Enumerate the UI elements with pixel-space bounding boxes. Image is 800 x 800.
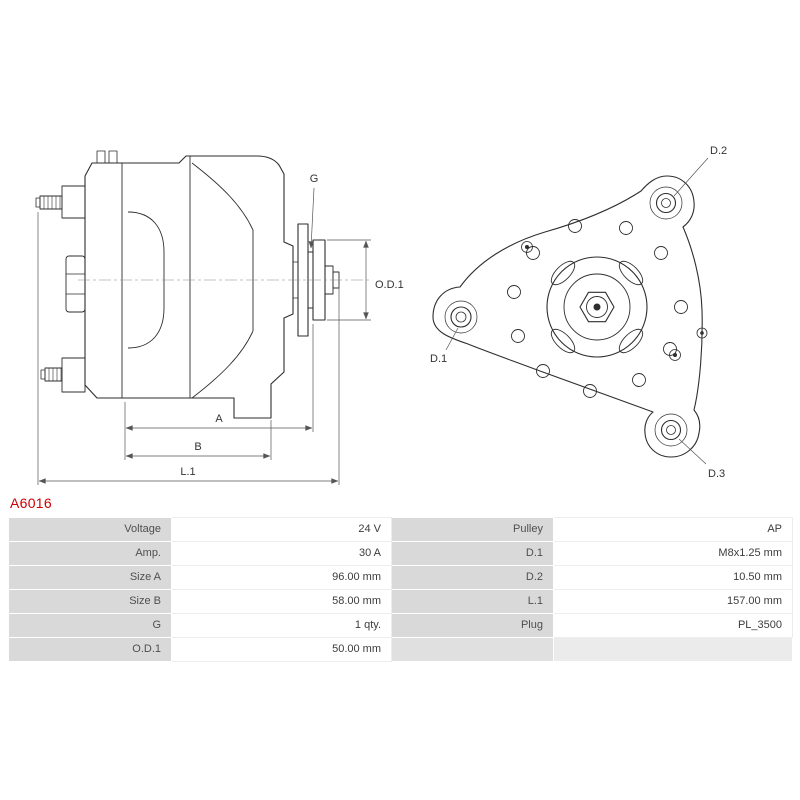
spec-label: D.2 <box>391 565 554 590</box>
body-outline <box>84 155 294 419</box>
spec-value: 96.00 mm <box>171 565 392 590</box>
spec-table: Voltage 24 V Pulley AP Amp. 30 A D.1 M8x… <box>8 517 793 662</box>
spec-row: Size A 96.00 mm D.2 10.50 mm <box>8 565 793 590</box>
spec-value: M8x1.25 mm <box>553 541 793 566</box>
spec-label: O.D.1 <box>8 637 172 662</box>
spec-label: Size A <box>8 565 172 590</box>
spec-value: AP <box>553 517 793 542</box>
spec-row: Voltage 24 V Pulley AP <box>8 517 793 542</box>
spec-value: 1 qty. <box>171 613 392 638</box>
spec-value: 10.50 mm <box>553 565 793 590</box>
stud-bottom <box>44 367 63 382</box>
spec-label: Pulley <box>391 517 554 542</box>
d3-leader <box>678 438 707 465</box>
dim-label-l1: L.1 <box>180 466 195 478</box>
spec-value: 24 V <box>171 517 392 542</box>
ear-holes <box>444 186 688 447</box>
g-leader <box>308 187 315 249</box>
d2-leader <box>673 157 709 197</box>
mount-lug-bottom <box>61 357 86 393</box>
stud-top <box>39 195 63 210</box>
spec-value: 50.00 mm <box>171 637 392 662</box>
spec-row: Amp. 30 A D.1 M8x1.25 mm <box>8 541 793 566</box>
spec-label-empty <box>391 637 554 662</box>
shaft-nut <box>579 291 615 323</box>
housing-outline <box>432 175 703 458</box>
part-number-label: A6016 <box>10 495 52 511</box>
spec-value: 58.00 mm <box>171 589 392 614</box>
dim-label-a: A <box>215 413 223 425</box>
dim-label-d2: D.2 <box>710 145 727 157</box>
spec-label: D.1 <box>391 541 554 566</box>
dim-label-od1: O.D.1 <box>375 279 404 291</box>
dim-label-g: G <box>310 173 319 185</box>
spec-label: Plug <box>391 613 554 638</box>
spec-value: PL_3500 <box>553 613 793 638</box>
d1-leader <box>445 327 459 351</box>
spec-row: Size B 58.00 mm L.1 157.00 mm <box>8 589 793 614</box>
vent-holes <box>507 219 688 398</box>
spec-value-empty <box>553 637 793 662</box>
spec-label: G <box>8 613 172 638</box>
technical-drawing: G O.D.1 A B L.1 D.2 D.1 D.3 <box>35 145 727 485</box>
alternator-diagram: G O.D.1 A B L.1 D.2 D.1 D.3 <box>35 145 727 485</box>
mount-lug-top <box>61 185 86 219</box>
dimension-lines <box>37 157 709 485</box>
spec-label: Size B <box>8 589 172 614</box>
spec-value: 30 A <box>171 541 392 566</box>
rear-hub <box>65 255 86 313</box>
hub <box>546 256 648 358</box>
end-view <box>432 175 708 458</box>
vent-slots <box>550 260 644 354</box>
screws <box>521 241 708 361</box>
dim-label-d1: D.1 <box>430 353 447 365</box>
spec-row: O.D.1 50.00 mm <box>8 637 793 662</box>
spec-label: Amp. <box>8 541 172 566</box>
side-view <box>35 150 340 419</box>
spec-row: G 1 qty. Plug PL_3500 <box>8 613 793 638</box>
dim-label-d3: D.3 <box>708 468 725 480</box>
dim-label-b: B <box>194 441 201 453</box>
spec-label: L.1 <box>391 589 554 614</box>
spec-label: Voltage <box>8 517 172 542</box>
spec-value: 157.00 mm <box>553 589 793 614</box>
